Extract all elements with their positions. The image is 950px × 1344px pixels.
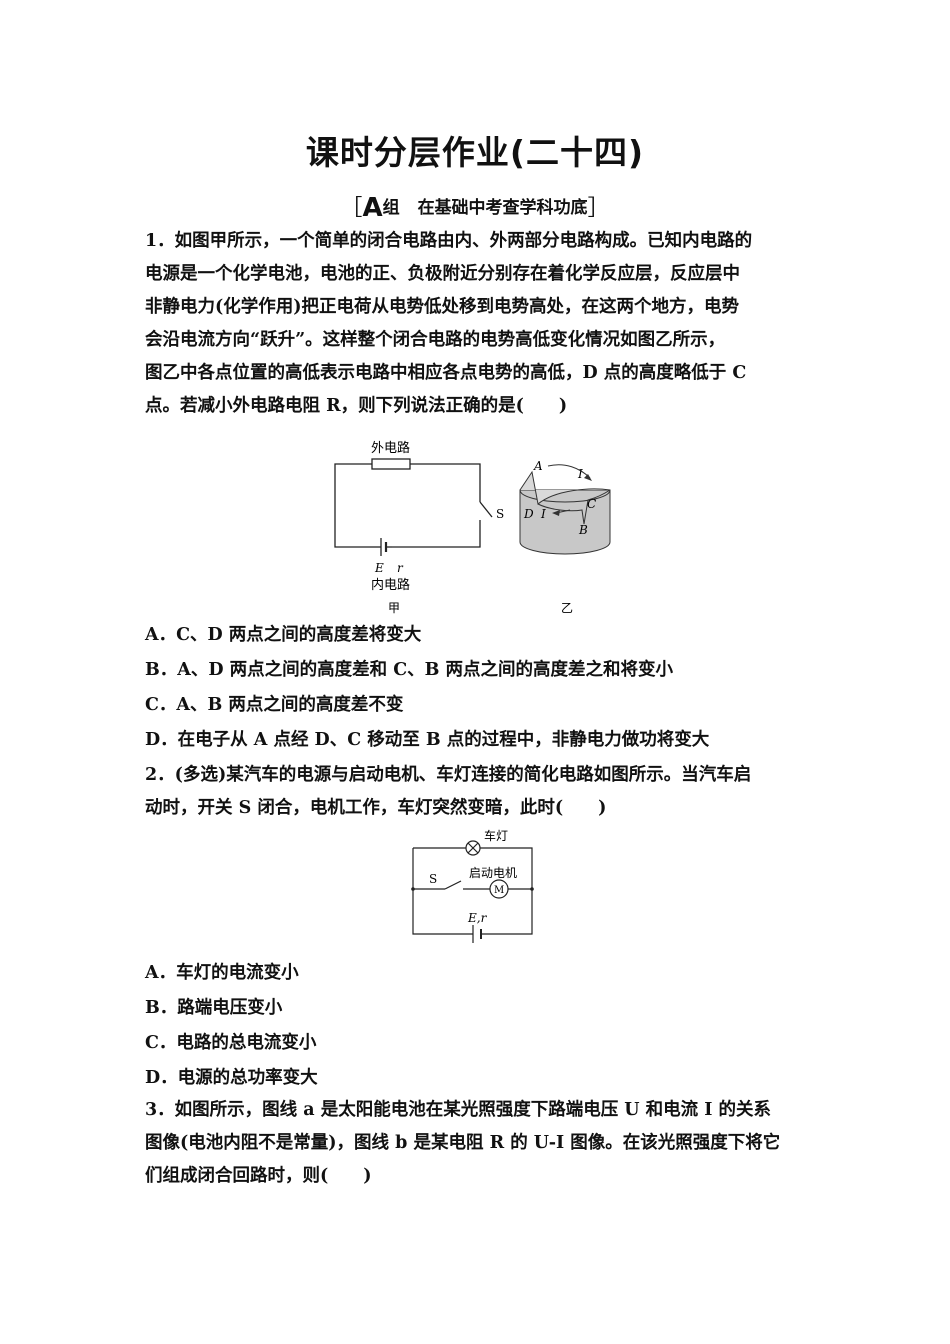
point-C-label: C bbox=[587, 497, 596, 511]
question-1-text: 1．如图甲所示，一个简单的闭合电路由内、外两部分电路构成。已知内电路的 电源是一… bbox=[145, 225, 810, 423]
switch-S bbox=[444, 880, 462, 890]
question-2-option-a: A．车灯的电流变小 bbox=[145, 963, 299, 983]
switch-label: S bbox=[496, 507, 504, 521]
point-D-label: D bbox=[523, 507, 534, 521]
group-bracket-close: ］ bbox=[587, 196, 610, 221]
point-A-label: A bbox=[533, 459, 543, 473]
outer-circuit-label: 外电路 bbox=[371, 440, 410, 456]
group-heading: ［A组在基础中考查学科功底］ bbox=[0, 190, 950, 223]
question-1-option-c: C．A、B 两点之间的高度差不变 bbox=[145, 695, 404, 715]
question-3-line: 图像(电池内阻不是常量)，图线 b 是某电阻 R 的 U-I 图像。在该光照强度… bbox=[145, 1133, 781, 1153]
question-2-text: 2．(多选)某汽车的电源与启动电机、车灯连接的简化电路如图所示。当汽车启 动时，… bbox=[145, 759, 810, 825]
group-bracket-open: ［ bbox=[340, 196, 363, 221]
question-3-text: 3．如图所示，图线 a 是太阳能电池在某光照强度下路端电压 U 和电流 I 的关… bbox=[145, 1094, 810, 1193]
group-text: 在基础中考查学科功底 bbox=[417, 198, 588, 218]
question-1-line: 1．如图甲所示，一个简单的闭合电路由内、外两部分电路构成。已知内电路的 bbox=[145, 231, 753, 251]
question-3-line: 们组成闭合回路时，则( ) bbox=[145, 1166, 372, 1186]
group-letter: A bbox=[362, 193, 383, 223]
caption-yi: 乙 bbox=[561, 601, 573, 614]
page-title: 课时分层作业(二十四) bbox=[305, 133, 645, 172]
current-I-top-label: I bbox=[577, 467, 583, 481]
switch-S bbox=[479, 501, 493, 518]
point-B-label: B bbox=[578, 523, 588, 537]
circuit-jia bbox=[334, 458, 493, 556]
question-2-option-c: C．电路的总电流变小 bbox=[145, 1033, 317, 1053]
question-3-line: 3．如图所示，图线 a 是太阳能电池在某光照强度下路端电压 U 和电流 I 的关… bbox=[145, 1100, 772, 1120]
motor-label: 启动电机 bbox=[469, 866, 517, 880]
internal-resistance-label: r bbox=[397, 561, 404, 575]
question-1-line: 图乙中各点位置的高低表示电路中相应各点电势的高低，D 点的高度略低于 C bbox=[145, 363, 747, 383]
question-1-option-d: D．在电子从 A 点经 D、C 移动至 B 点的过程中，非静电力做功将变大 bbox=[145, 730, 710, 750]
question-1-line: 点。若减小外电路电阻 R，则下列说法正确的是( ) bbox=[145, 396, 568, 416]
emf-label: E bbox=[374, 561, 384, 575]
resistor-R bbox=[371, 458, 411, 470]
question-1-option-a: A．C、D 两点之间的高度差将变大 bbox=[145, 625, 422, 645]
question-2-option-b: B．路端电压变小 bbox=[145, 998, 283, 1018]
question-2-option-d: D．电源的总功率变大 bbox=[145, 1068, 318, 1088]
question-1-line: 电源是一个化学电池，电池的正、负极附近分别存在着化学反应层，反应层中 bbox=[145, 264, 740, 284]
lamp-label: 车灯 bbox=[484, 828, 508, 843]
question-1-option-b: B．A、D 两点之间的高度差和 C、B 两点之间的高度差之和将变小 bbox=[145, 660, 674, 680]
inner-circuit-label: 内电路 bbox=[371, 577, 410, 593]
potential-cylinder bbox=[519, 464, 611, 555]
motor-symbol: M bbox=[494, 885, 504, 896]
current-I-inner-label: I bbox=[540, 507, 546, 521]
question-2-line: 2．(多选)某汽车的电源与启动电机、车灯连接的简化电路如图所示。当汽车启 bbox=[145, 765, 752, 785]
question-2-figure: 车灯 启动电机 M S E,r bbox=[411, 828, 534, 943]
question-1-figure: 外电路 S E r 内电路 甲 A I C D I B 乙 bbox=[334, 440, 611, 614]
source-label: E,r bbox=[467, 911, 488, 925]
question-1-line: 会沿电流方向“跃升”。这样整个闭合电路的电势高低变化情况如图乙所示， bbox=[145, 330, 726, 350]
question-2-line: 动时，开关 S 闭合，电机工作，车灯突然变暗，此时( ) bbox=[145, 798, 607, 818]
caption-jia: 甲 bbox=[388, 601, 400, 614]
group-label: 组 bbox=[382, 198, 400, 218]
switch-label: S bbox=[429, 872, 437, 886]
question-1-line: 非静电力(化学作用)把正电荷从电势低处移到电势高处，在这两个地方，电势 bbox=[145, 297, 740, 317]
